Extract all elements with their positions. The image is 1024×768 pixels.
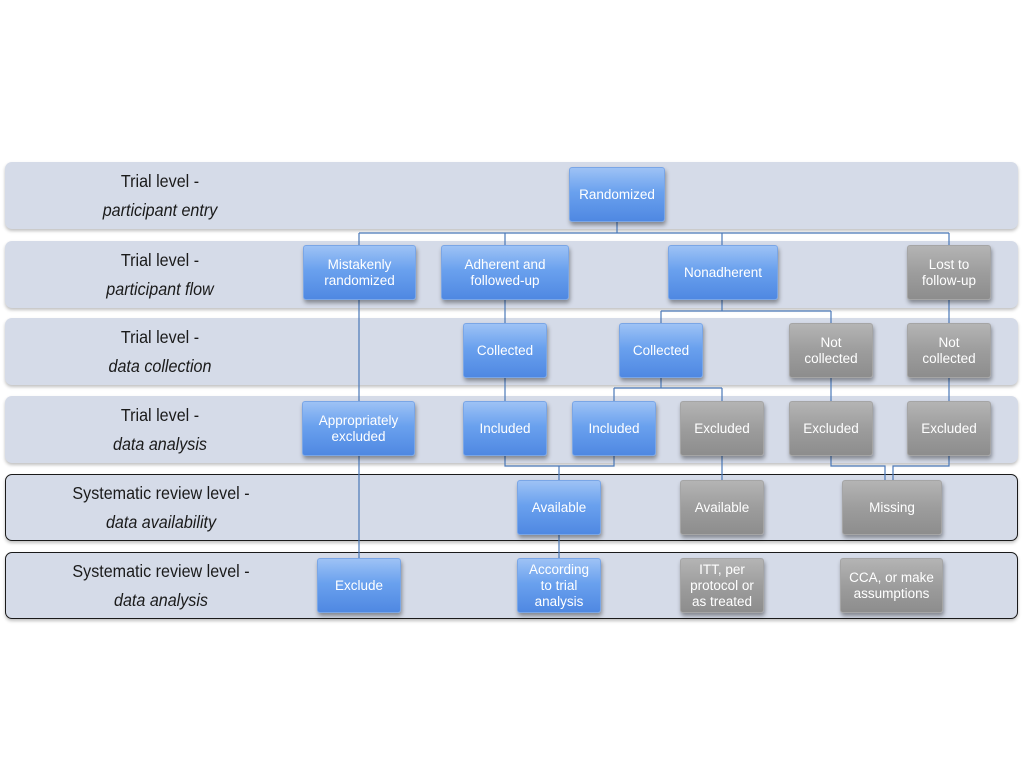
- band-title: Trial level -: [120, 404, 200, 425]
- band-subtitle: data availability: [105, 511, 217, 532]
- band-subtitle: data analysis: [113, 433, 207, 454]
- band-title: Systematic review level -: [72, 560, 250, 581]
- appropriately-excluded-node: Appropriately excluded: [302, 401, 415, 456]
- excluded-nonadherent-node: Excluded: [680, 401, 764, 456]
- band-participant-entry: Trial level - participant entry: [5, 162, 1018, 229]
- itt-per-protocol-node: ITT, per protocol or as treated: [680, 558, 764, 613]
- mistakenly-randomized-node: Mistakenly randomized: [303, 245, 416, 300]
- connector: [830, 456, 886, 480]
- adherent-followed-up-node: Adherent and followed-up: [441, 245, 569, 300]
- band-title: Trial level -: [120, 326, 200, 347]
- connector: [504, 456, 615, 467]
- band-title: Trial level -: [120, 170, 200, 191]
- available-gray-node: Available: [680, 480, 764, 535]
- not-collected-lost-node: Not collected: [907, 323, 991, 378]
- lost-to-follow-up-node: Lost to follow-up: [907, 245, 991, 300]
- included-adherent-node: Included: [463, 401, 547, 456]
- band-title: Systematic review level -: [72, 482, 250, 503]
- included-nonadherent-node: Included: [572, 401, 656, 456]
- excluded-not-collected-node: Excluded: [789, 401, 873, 456]
- band-subtitle: participant flow: [106, 278, 214, 299]
- band-label: Trial level - data analysis: [17, 396, 302, 463]
- according-to-trial-analysis-node: According to trial analysis: [517, 558, 601, 613]
- band-label: Systematic review level - data availabil…: [18, 474, 303, 541]
- band-label: Trial level - participant flow: [17, 241, 302, 308]
- band-label: Systematic review level - data analysis: [18, 552, 303, 619]
- band-subtitle: data collection: [108, 355, 212, 376]
- band-label: Trial level - data collection: [17, 318, 302, 385]
- not-collected-nonadherent-node: Not collected: [789, 323, 873, 378]
- band-title: Trial level -: [120, 249, 200, 270]
- excluded-lost-node: Excluded: [907, 401, 991, 456]
- connector: [892, 456, 950, 480]
- collected-adherent-node: Collected: [463, 323, 547, 378]
- missing-node: Missing: [842, 480, 942, 535]
- band-subtitle: data analysis: [114, 589, 208, 610]
- collected-nonadherent-node: Collected: [619, 323, 703, 378]
- exclude-node: Exclude: [317, 558, 401, 613]
- nonadherent-node: Nonadherent: [668, 245, 778, 300]
- randomized-node: Randomized: [569, 167, 665, 222]
- band-label: Trial level - participant entry: [17, 162, 302, 229]
- cca-or-make-assumptions-node: CCA, or make assumptions: [840, 558, 943, 613]
- available-blue-node: Available: [517, 480, 601, 535]
- band-subtitle: participant entry: [102, 199, 218, 220]
